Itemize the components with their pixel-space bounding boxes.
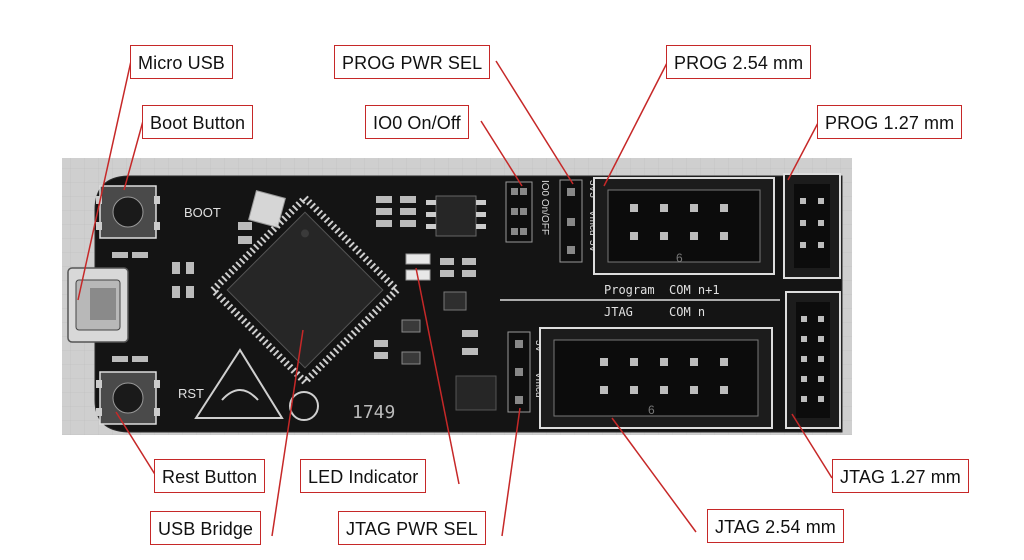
leader-prog-pwr-sel (495, 60, 574, 185)
jtag-pwr-jumper (507, 331, 531, 413)
pb-free-logo (289, 391, 319, 421)
leader-prog-254 (603, 60, 669, 187)
silk-boot: BOOT (184, 205, 221, 220)
silk-jtag-com: JTAG COM n (604, 305, 705, 319)
leader-prog-127 (787, 120, 820, 181)
leader-io0 (480, 120, 523, 187)
jtag-254-connector: 6 (539, 327, 773, 429)
silk-jtag-5v: 5V (533, 340, 544, 353)
eeprom-chip (426, 195, 486, 237)
usb-bridge-chip (208, 193, 402, 387)
jtag-chip (455, 375, 497, 411)
label-io0-on-off: IO0 On/Off (365, 105, 469, 139)
leader-led-indicator (415, 267, 460, 485)
passive-components (112, 196, 478, 362)
crystal (248, 190, 286, 228)
silk-io0-switch: IO0 On/OFF (539, 180, 550, 235)
boot-button-part (96, 185, 160, 239)
silk-5v: 5V (587, 240, 598, 253)
io0-jumper (505, 181, 533, 243)
leader-jtag-pwr-sel (501, 407, 521, 537)
label-jtag-254: JTAG 2.54 mm (707, 509, 844, 543)
regulator-chip (443, 291, 467, 311)
label-jtag-pwr-sel: JTAG PWR SEL (338, 511, 486, 545)
label-jtag-127: JTAG 1.27 mm (832, 459, 969, 493)
jtag-127-connector (785, 291, 841, 429)
label-prog-pwr-sel: PROG PWR SEL (334, 45, 491, 79)
leader-boot-button (123, 120, 144, 191)
leader-jtag-254 (611, 417, 697, 533)
reset-button-part (96, 371, 160, 425)
silk-program-com: Program COM n+1 (604, 283, 720, 297)
leader-micro-usb (77, 60, 132, 301)
leader-jtag-127 (791, 413, 833, 479)
label-micro-usb: Micro USB (130, 45, 233, 79)
silk-3v3: 3V3 (587, 180, 598, 198)
leader-lines (77, 60, 833, 537)
esd-symbol (194, 348, 284, 419)
silk-vmcu: Vmcu (587, 210, 598, 236)
label-usb-bridge: USB Bridge (150, 511, 262, 545)
leader-usb-bridge (271, 329, 304, 537)
label-prog-127: PROG 1.27 mm (817, 105, 963, 139)
silk-rst: RST (178, 386, 204, 401)
prog-pwr-jumper (559, 179, 583, 263)
label-prog-254: PROG 2.54 mm (666, 45, 812, 79)
label-led-indicator: LED Indicator (300, 459, 427, 493)
silk-jtag-vmcu: Vmcu (533, 372, 544, 398)
silk-prog-pin: 6 (676, 251, 683, 265)
leader-rest-button (115, 411, 157, 477)
prog-127-connector (783, 173, 841, 279)
label-rest-button: Rest Button (154, 459, 266, 493)
prog-254-connector: 6 (593, 177, 775, 275)
silk-date-code: 1749 (352, 402, 395, 423)
micro-usb-connector (67, 267, 129, 343)
silk-jtag-pin: 6 (648, 403, 655, 417)
label-boot-button: Boot Button (142, 105, 254, 139)
